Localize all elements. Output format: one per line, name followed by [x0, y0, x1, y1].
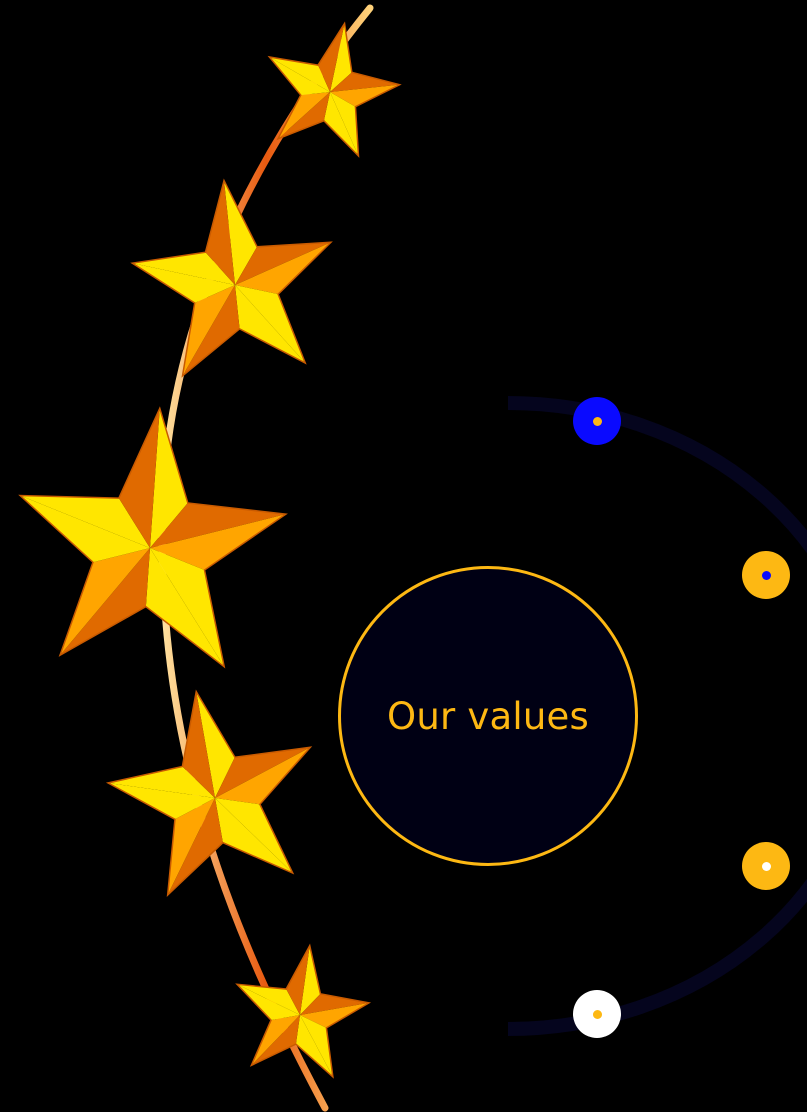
value-dot-2[interactable]	[742, 551, 790, 599]
value-dot-3[interactable]	[742, 842, 790, 890]
value-dot-1-core	[593, 417, 602, 426]
star-icon	[269, 24, 399, 156]
our-values-circle: Our values	[338, 566, 638, 866]
star-icon	[132, 181, 331, 376]
value-dot-4[interactable]	[573, 990, 621, 1038]
value-dot-2-core	[762, 571, 771, 580]
value-dot-3-core	[762, 862, 771, 871]
center-title: Our values	[387, 695, 589, 738]
star-icon	[20, 408, 286, 666]
value-dot-1[interactable]	[573, 397, 621, 445]
star-icon	[108, 692, 310, 895]
value-dot-4-core	[593, 1010, 602, 1019]
